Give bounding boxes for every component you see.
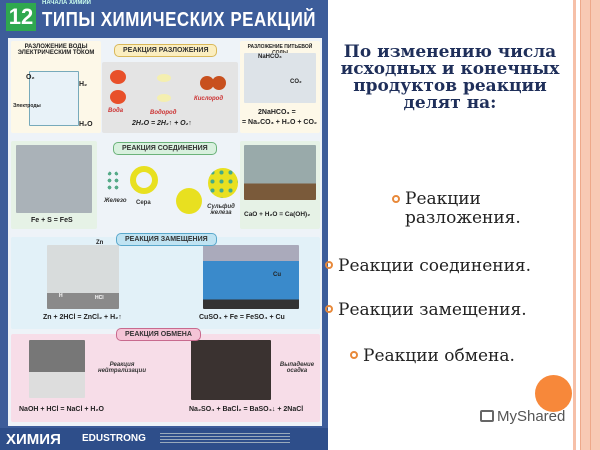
iron-sulfide xyxy=(208,168,238,198)
label: Водород xyxy=(150,110,177,116)
bullet-item: Реакции замещения. xyxy=(325,300,527,320)
decomposition-label: РЕАКЦИЯ РАЗЛОЖЕНИЯ xyxy=(114,44,218,57)
bullet-text: Реакции замещения. xyxy=(338,300,527,320)
oxygen-atom xyxy=(200,76,214,90)
water-electrolysis-panel: РАЗЛОЖЕНИЕ ВОДЫ ЭЛЕКТРИЧЕСКИМ ТОКОМ O₂ H… xyxy=(11,41,101,133)
combination-label: РЕАКЦИЯ СОЕДИНЕНИЯ xyxy=(113,142,217,155)
slide-heading: По изменению числа исходных и конечных п… xyxy=(340,42,560,113)
iron-atoms xyxy=(106,170,120,192)
substitution-panel: Zn H HCl Zn + 2HCl = ZnCl₂ + H₂↑ Cu CuSO… xyxy=(11,237,320,329)
label: CO₂ xyxy=(290,79,302,85)
water-molecule xyxy=(110,90,126,104)
bullet-icon xyxy=(325,305,333,313)
footer-subject: ХИМИЯ xyxy=(6,431,61,448)
bullet-text: Реакции соединения. xyxy=(338,256,532,276)
equation: 2NaHCO₃ = xyxy=(258,109,296,116)
caption: РАЗЛОЖЕНИЕ ВОДЫ ЭЛЕКТРИЧЕСКИМ ТОКОМ xyxy=(17,44,95,56)
poster-title: ТИПЫ ХИМИЧЕСКИХ РЕАКЦИЙ xyxy=(42,8,317,31)
bullet-item: Реакции обмена. xyxy=(350,346,515,366)
apparatus-photo xyxy=(244,53,316,103)
equation: Zn + 2HCl = ZnCl₂ + H₂↑ xyxy=(43,314,122,321)
watermark: MyShared xyxy=(480,408,565,425)
bullet-text: Реакции обмена. xyxy=(363,346,515,366)
equation: NaOH + HCl = NaCl + H₂O xyxy=(19,406,104,413)
beaker-illustration xyxy=(29,71,79,126)
footer-fine-print xyxy=(160,433,290,444)
zinc-photo xyxy=(47,245,119,309)
label: O₂ xyxy=(26,74,35,81)
substitution-label: РЕАКЦИЯ ЗАМЕЩЕНИЯ xyxy=(116,233,217,246)
bullet-icon xyxy=(325,261,333,269)
hydrogen-molecule xyxy=(157,94,171,102)
equation: CuSO₄ + Fe = FeSO₄ + Cu xyxy=(199,314,285,321)
sulfur-ring xyxy=(130,166,158,194)
label: HCl xyxy=(95,295,104,301)
chemistry-poster-image: 12 НАЧАЛА ХИМИИ ТИПЫ ХИМИЧЕСКИХ РЕАКЦИЙ … xyxy=(0,0,328,450)
note: Выпадение осадка xyxy=(279,362,315,374)
poster-subtitle: НАЧАЛА ХИМИИ xyxy=(42,0,91,6)
poster-body: РАЗЛОЖЕНИЕ ВОДЫ ЭЛЕКТРИЧЕСКИМ ТОКОМ O₂ H… xyxy=(8,38,322,426)
decorative-stripe xyxy=(573,0,576,450)
label: Сульфид железа xyxy=(207,204,235,216)
equation: CaO + H₂O = Ca(OH)₂ xyxy=(244,211,311,218)
label: Zn xyxy=(96,240,104,246)
decomposition-molecules: Вода Водород Кислород 2H₂O = 2H₂↑ + O₂↑ xyxy=(102,62,238,133)
label: Cu xyxy=(273,272,281,278)
poster-number: 12 xyxy=(6,3,36,31)
label: H₂ xyxy=(79,81,88,88)
exchange-label: РЕАКЦИЯ ОБМЕНА xyxy=(116,328,201,341)
bullet-icon xyxy=(350,351,358,359)
equation: Fe + S = FeS xyxy=(31,217,73,224)
lime-photo xyxy=(244,145,316,200)
soda-panel: РАЗЛОЖЕНИЕ ПИТЬЕВОЙ СОДЫ NaHCO₃ CO₂ 2NaH… xyxy=(240,41,320,133)
flask-photo xyxy=(29,340,85,398)
bullet-text: Реакции разложения. xyxy=(405,189,521,228)
decorative-stripe xyxy=(590,0,591,450)
apparatus-photo xyxy=(16,145,92,213)
label: Кислород xyxy=(194,96,224,102)
watermark-text: MyShared xyxy=(497,408,566,425)
copper-sulfate-photo xyxy=(203,245,299,309)
sulfur-molecule xyxy=(176,188,202,214)
lime-panel: CaO + H₂O = Ca(OH)₂ xyxy=(240,141,320,229)
equation: = Na₂CO₃ + H₂O + CO₂ xyxy=(242,119,318,126)
exchange-panel: Реакция нейтрализации NaOH + HCl = NaCl … xyxy=(11,334,320,422)
bullet-item: Реакции разложения. xyxy=(392,190,545,228)
precipitate-photo xyxy=(191,340,271,400)
note: Реакция нейтрализации xyxy=(97,362,147,374)
label: Вода xyxy=(108,108,124,114)
iron-sulfur-panel: Fe + S = FeS xyxy=(11,141,97,229)
poster-footer: ХИМИЯ EDUSTRONG xyxy=(0,428,328,450)
oxygen-atom xyxy=(212,76,226,90)
equation: Na₂SO₄ + BaCl₂ = BaSO₄↓ + 2NaCl xyxy=(189,406,304,413)
label: Электроды xyxy=(13,103,41,109)
label: H xyxy=(59,293,63,299)
hydrogen-molecule xyxy=(157,74,171,82)
label: Железо xyxy=(104,198,127,204)
bullet-item: Реакции соединения. xyxy=(325,256,531,276)
equation: 2H₂O = 2H₂↑ + O₂↑ xyxy=(132,120,192,127)
presentation-icon xyxy=(480,410,494,422)
decorative-circle xyxy=(535,375,572,412)
water-molecule xyxy=(110,70,126,84)
bullet-icon xyxy=(392,195,400,203)
label: Сера xyxy=(136,200,151,206)
label: NaHCO₃ xyxy=(258,54,282,60)
footer-brand: EDUSTRONG xyxy=(82,433,146,444)
label: H₂O xyxy=(79,121,93,128)
